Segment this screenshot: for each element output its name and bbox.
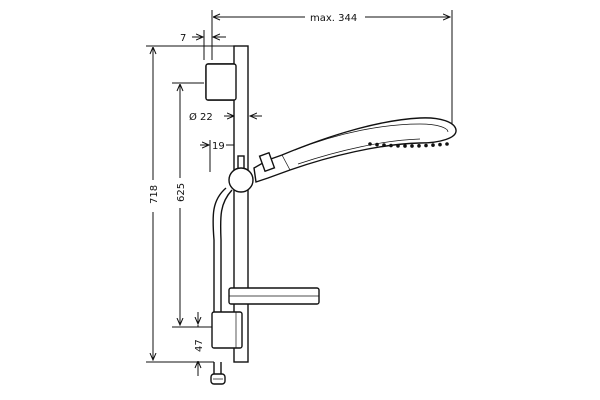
dimension-label-offset-19: 19 [212,141,225,152]
hand-shower [253,117,457,183]
slider-knob [228,155,254,193]
soap-dish [228,287,320,305]
dimension-label-height-718: 718 [149,185,160,204]
shower-rail [233,45,249,363]
spray-nozzles [368,142,449,148]
dimension-label-height-47: 47 [194,339,205,352]
dimension-label-max-width: max. 344 [310,13,357,24]
spray-nozzle [438,142,442,147]
dimension-label-diameter: Ø 22 [189,111,213,123]
spray-nozzle [431,143,435,147]
spray-nozzle [445,142,449,146]
spray-nozzle [403,144,407,148]
spray-nozzle [368,142,372,146]
bottom-wall-bracket [211,311,243,349]
spray-nozzle [396,144,400,148]
dimension-max-width: max. 344 [211,10,453,128]
spray-nozzle [424,143,428,148]
spray-nozzle [375,142,379,147]
hose-connector [210,373,226,385]
shower-hose [212,187,233,374]
spray-nozzle [417,144,421,148]
dimension-height-625: 625 [172,82,212,328]
dimension-offset-19: 19 [200,140,236,172]
dimension-height-718: 718 [146,45,236,363]
dimension-label-height-625: 625 [176,183,187,202]
spray-nozzle [410,144,414,148]
spray-nozzle [382,143,386,147]
dimension-height-47: 47 [194,312,205,376]
dimension-label-offset-top: 7 [180,33,186,44]
spray-nozzle [389,143,393,148]
dimension-offset-top: 7 [180,30,226,60]
dimension-diameter: Ø 22 [189,111,262,123]
top-bracket-front [205,63,237,101]
